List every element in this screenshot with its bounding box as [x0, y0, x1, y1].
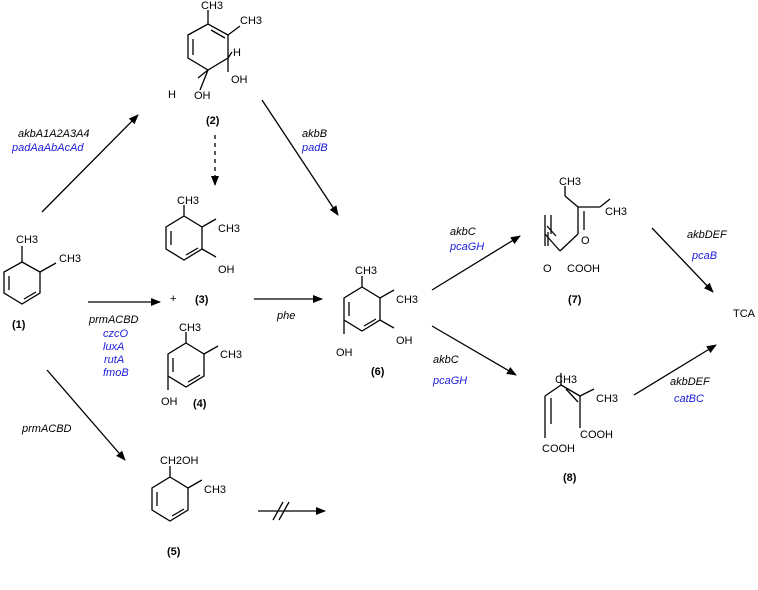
c6-methyl-top: CH3 — [355, 265, 377, 277]
c3-methyl-top: CH3 — [177, 195, 199, 207]
c2-number: (2) — [206, 115, 220, 127]
arrow-1-to-5 — [46, 369, 126, 461]
c7-oxo-bottom: O — [543, 263, 552, 275]
svg-text:akbDEF: akbDEF — [687, 229, 728, 241]
svg-text:fmoB: fmoB — [103, 367, 129, 379]
svg-text:pcaGH: pcaGH — [432, 375, 467, 387]
c8-methyl-top: CH3 — [555, 374, 577, 386]
arrow-1-to-2 — [41, 114, 139, 213]
c1-number: (1) — [12, 319, 26, 331]
blocked-arrow-from-5 — [258, 501, 326, 521]
c2-h-right: H — [233, 47, 241, 59]
compound-5: CH2OH CH3 (5) — [151, 455, 226, 558]
c2-methyl-top: CH3 — [201, 0, 223, 12]
svg-text:padAaAbAcAd: padAaAbAcAd — [11, 142, 84, 154]
svg-text:padB: padB — [301, 142, 328, 154]
genes-tca-from-7: akbDEF pcaB — [687, 229, 728, 262]
genes-to-5: prmACBD — [21, 423, 72, 435]
c7-methyl-right: CH3 — [605, 206, 627, 218]
svg-text:prmACBD: prmACBD — [88, 314, 139, 326]
svg-text:akbC: akbC — [433, 354, 459, 366]
arrow-6-to-7 — [431, 235, 521, 291]
c7-methyl-top: CH3 — [559, 176, 581, 188]
genes-to-6-from-2: akbB padB — [301, 128, 328, 154]
svg-text:prmACBD: prmACBD — [21, 423, 72, 435]
compound-7: CH3 CH3 O O COOH (7) — [543, 176, 627, 306]
svg-text:phe: phe — [276, 310, 295, 322]
genes-to-2: akbA1A2A3A4 padAaAbAcAd — [11, 128, 90, 154]
svg-text:akbDEF: akbDEF — [670, 376, 711, 388]
svg-text:pcaB: pcaB — [691, 250, 717, 262]
arrow-7-to-tca — [651, 227, 714, 293]
c3-methyl-right: CH3 — [218, 223, 240, 235]
c1-methyl-right: CH3 — [59, 253, 81, 265]
c4-oh: OH — [161, 396, 178, 408]
c5-ch2oh: CH2OH — [160, 455, 199, 467]
arrow-2-to-6 — [261, 99, 339, 216]
c4-number: (4) — [193, 398, 207, 410]
svg-text:czcO: czcO — [103, 328, 129, 340]
svg-text:rutA: rutA — [104, 354, 124, 366]
c7-cooh: COOH — [567, 263, 600, 275]
svg-text:catBC: catBC — [674, 393, 704, 405]
c5-number: (5) — [167, 546, 181, 558]
genes-to-7: akbC pcaGH — [449, 226, 484, 253]
c7-number: (7) — [568, 294, 582, 306]
c8-cooh-upper: COOH — [580, 429, 613, 441]
compound-3: CH3 CH3 OH + (3) — [165, 195, 240, 306]
tca-label: TCA — [733, 308, 756, 320]
plus-sign: + — [170, 293, 176, 305]
svg-text:luxA: luxA — [103, 341, 124, 353]
c2-methyl-right: CH3 — [240, 15, 262, 27]
arrow-8-to-tca — [633, 344, 717, 396]
c2-h-left: H — [168, 89, 176, 101]
compound-8: CH3 CH3 COOH COOH (8) — [542, 373, 618, 484]
genes-to-8: akbC pcaGH — [432, 354, 467, 387]
c6-methyl-right: CH3 — [396, 294, 418, 306]
c2-oh-right: OH — [231, 74, 248, 86]
c4-methyl-top: CH3 — [179, 322, 201, 334]
c6-number: (6) — [371, 366, 385, 378]
genes-tca-from-8: akbDEF catBC — [670, 376, 711, 405]
c5-methyl: CH3 — [204, 484, 226, 496]
c2-oh-left: OH — [194, 90, 211, 102]
svg-text:pcaGH: pcaGH — [449, 241, 484, 253]
svg-text:akbC: akbC — [450, 226, 476, 238]
c7-oxo-top: O — [581, 235, 590, 247]
compound-2: CH3 CH3 H OH H OH (2) — [168, 0, 262, 127]
c8-number: (8) — [563, 472, 577, 484]
genes-to-3: prmACBD czcO luxA rutA fmoB — [88, 314, 139, 379]
c3-oh: OH — [218, 264, 235, 276]
c8-cooh-lower: COOH — [542, 443, 575, 455]
c4-methyl-right: CH3 — [220, 349, 242, 361]
c6-oh-right: OH — [396, 335, 413, 347]
svg-text:akbA1A2A3A4: akbA1A2A3A4 — [18, 128, 90, 140]
compound-4: CH3 CH3 OH (4) — [161, 322, 242, 410]
svg-text:akbB: akbB — [302, 128, 327, 140]
compound-6: CH3 CH3 OH OH (6) — [336, 265, 418, 378]
compound-1: CH3 CH3 (1) — [3, 234, 81, 331]
arrow-6-to-8 — [431, 325, 517, 376]
c8-methyl-right: CH3 — [596, 393, 618, 405]
c6-oh-bottom: OH — [336, 347, 353, 359]
genes-to-6-from-3: phe — [276, 310, 295, 322]
c1-methyl-top: CH3 — [16, 234, 38, 246]
c3-number: (3) — [195, 294, 209, 306]
